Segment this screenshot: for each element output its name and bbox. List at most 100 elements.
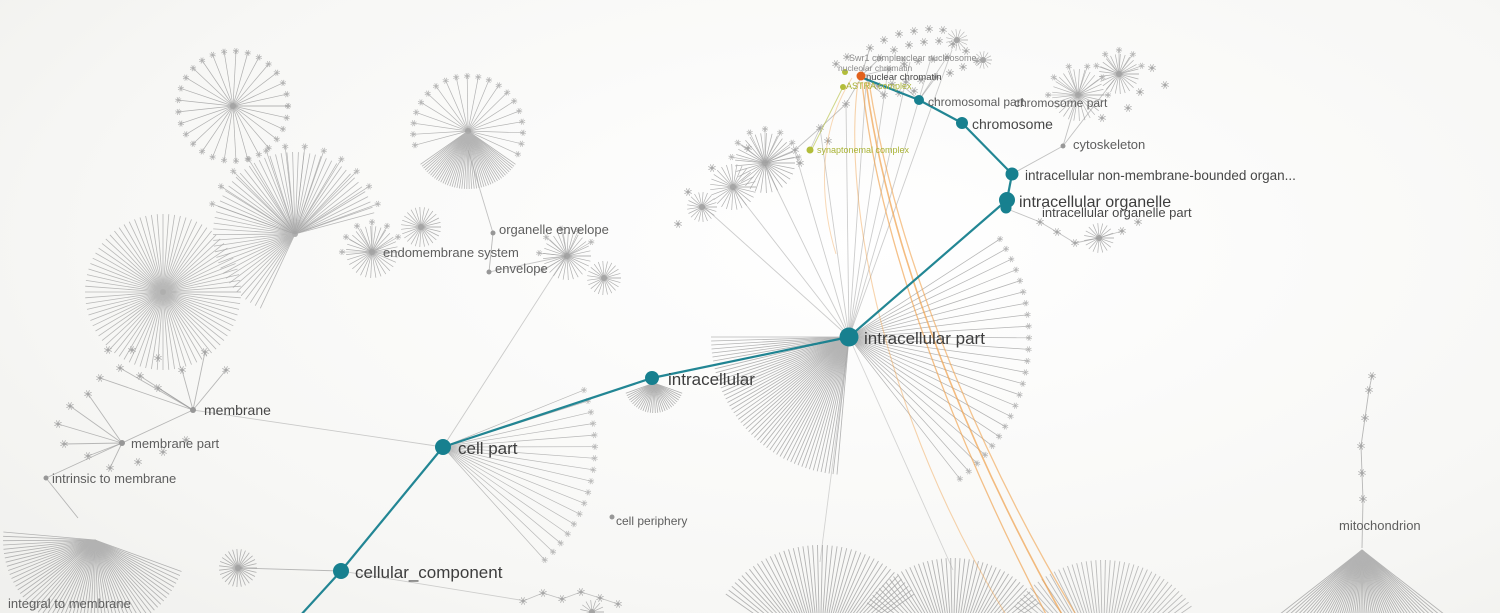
node-glyph-icon xyxy=(1129,51,1136,58)
node-glyph-icon xyxy=(902,78,910,86)
node-glyph-icon xyxy=(353,168,360,175)
node-glyph-icon xyxy=(1016,391,1023,398)
term-label[interactable]: intracellular xyxy=(668,370,755,389)
node-glyph-icon xyxy=(905,41,913,49)
node-glyph-icon xyxy=(106,464,114,472)
highlighted-term-node[interactable] xyxy=(842,69,848,75)
term-node[interactable] xyxy=(490,230,496,236)
node-glyph-icon xyxy=(338,156,345,163)
term-label[interactable]: nucleolar chromatin xyxy=(838,63,912,73)
selected-path xyxy=(43,69,1066,613)
term-label[interactable]: chromosomal part xyxy=(928,95,1025,109)
term-node[interactable] xyxy=(119,440,125,446)
node-glyph-icon xyxy=(876,54,884,62)
term-node[interactable] xyxy=(1060,143,1066,149)
term-label[interactable]: Swr1 complex xyxy=(849,53,906,63)
highlighted-term-node[interactable] xyxy=(840,84,846,90)
term-label[interactable]: chromosome xyxy=(972,116,1053,132)
node-glyph-icon xyxy=(283,114,290,121)
node-glyph-icon xyxy=(1053,228,1061,236)
term-label[interactable]: envelope xyxy=(495,261,548,276)
term-label[interactable]: nuclear nucleosome xyxy=(896,53,977,63)
term-node[interactable] xyxy=(486,269,492,275)
node-glyph-icon xyxy=(1007,413,1014,420)
highlighted-term-node[interactable] xyxy=(806,146,814,154)
node-glyph-icon xyxy=(880,36,888,44)
node-glyph-icon xyxy=(1134,218,1142,226)
node-glyph-icon xyxy=(432,83,440,90)
term-node[interactable] xyxy=(1000,202,1012,214)
term-node[interactable] xyxy=(435,439,451,455)
term-node[interactable] xyxy=(914,95,924,105)
term-node[interactable] xyxy=(956,117,968,129)
node-glyph-icon xyxy=(888,80,896,88)
term-label[interactable]: organelle envelope xyxy=(499,222,609,237)
term-node[interactable] xyxy=(645,371,659,385)
node-glyph-icon xyxy=(575,227,582,234)
node-glyph-icon xyxy=(128,346,136,354)
term-label[interactable]: intracellular non-membrane-bounded organ… xyxy=(1025,168,1296,183)
term-label[interactable]: intrinsic to membrane xyxy=(52,471,176,486)
node-glyph-icon xyxy=(1036,218,1044,226)
term-label[interactable]: cytoskeleton xyxy=(1073,137,1145,152)
node-glyph-icon xyxy=(209,200,216,208)
node-glyph-icon xyxy=(475,73,482,81)
term-node[interactable] xyxy=(190,407,196,413)
node-glyph-icon xyxy=(796,159,804,167)
term-label[interactable]: synaptonemal complex xyxy=(817,145,910,155)
term-node[interactable] xyxy=(609,514,615,520)
node-glyph-icon xyxy=(590,420,597,427)
node-glyph-icon xyxy=(1050,74,1057,81)
node-glyph-icon xyxy=(935,37,943,45)
term-label[interactable]: endomembrane system xyxy=(383,245,519,260)
term-label[interactable]: membrane xyxy=(204,402,271,418)
node-glyph-icon xyxy=(222,366,230,374)
term-label[interactable]: intracellular organelle xyxy=(1019,194,1171,211)
term-label[interactable]: integral to membrane xyxy=(8,596,131,611)
node-glyph-icon xyxy=(189,140,197,147)
term-label[interactable]: mitochondrion xyxy=(1339,518,1421,533)
node-glyph-icon xyxy=(1124,104,1132,112)
node-glyph-icon xyxy=(424,90,431,97)
term-label[interactable]: chromosome part xyxy=(1014,96,1108,110)
node-glyph-icon xyxy=(1022,300,1029,307)
node-glyph-icon xyxy=(1368,372,1376,380)
node-glyph-icon xyxy=(932,73,940,81)
term-node[interactable] xyxy=(1005,167,1019,181)
node-glyph-icon xyxy=(453,74,460,81)
node-glyph-icon xyxy=(283,91,290,98)
node-glyph-icon xyxy=(996,235,1004,243)
node-glyph-icon xyxy=(549,548,557,556)
term-node[interactable] xyxy=(333,563,349,579)
node-glyph-icon xyxy=(519,597,527,605)
term-label[interactable]: cell periphery xyxy=(616,514,687,528)
node-glyph-icon xyxy=(949,40,957,48)
node-glyph-icon xyxy=(220,48,228,55)
node-glyph-icon xyxy=(365,183,373,190)
node-glyph-icon xyxy=(1024,311,1031,318)
term-label[interactable]: intracellular organelle part xyxy=(1042,205,1192,220)
node-glyph-icon xyxy=(539,589,547,597)
term-node[interactable] xyxy=(839,327,859,347)
term-label[interactable]: membrane part xyxy=(131,436,220,451)
term-node[interactable] xyxy=(43,475,49,481)
orange-edges xyxy=(810,77,1076,613)
node-glyph-icon xyxy=(981,451,989,459)
term-label[interactable]: cellular_component xyxy=(355,563,503,582)
node-glyph-icon xyxy=(791,146,799,154)
term-label[interactable]: nuclear chromatin xyxy=(866,72,942,83)
node-glyph-icon xyxy=(1118,227,1126,235)
term-label[interactable]: ASTRA complex xyxy=(846,81,912,91)
node-glyph-icon xyxy=(920,38,928,46)
node-glyph-icon xyxy=(777,129,784,136)
node-glyph-icon xyxy=(417,99,425,106)
highlighted-term-node[interactable] xyxy=(856,71,866,81)
node-glyph-icon xyxy=(198,148,206,155)
node-glyph-icon xyxy=(273,136,280,143)
node-glyph-icon xyxy=(54,420,62,428)
term-label[interactable]: cell part xyxy=(458,439,518,458)
node-glyph-icon xyxy=(900,60,908,68)
term-label[interactable]: intracellular part xyxy=(864,329,985,348)
